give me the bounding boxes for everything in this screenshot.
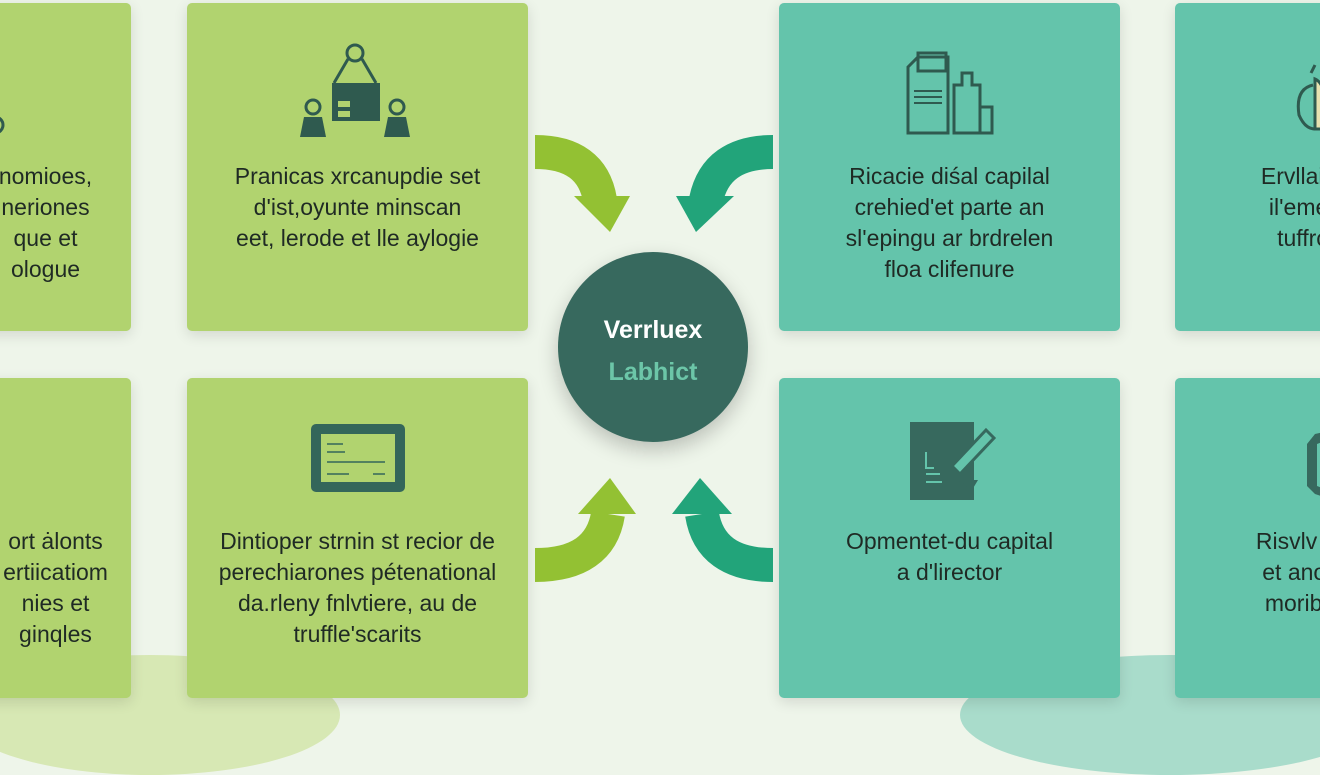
hub-subtitle: Labhict	[608, 358, 698, 386]
certificate-frame-icon	[310, 424, 405, 492]
card-top-left-partial: nomioes, neriones que et ologue	[0, 3, 131, 331]
card-text: Ricacie diśal capilal crehied'et parte a…	[845, 163, 1054, 282]
card-top-right-partial: Ervllai sr il'emée tuffrci	[1175, 3, 1320, 331]
card-text: ort ȧlonts ertiicatiom nies et ginqles	[3, 528, 108, 647]
card-director: Opmentet-du capital a d'lirector	[779, 378, 1120, 698]
card-text: nomioes, neriones que et ologue	[0, 163, 93, 282]
person-icon	[0, 116, 5, 134]
arrow-bottom-right-icon	[672, 478, 774, 582]
card-text: Dintioper strnin st recior de perechiaro…	[218, 528, 497, 647]
card-capital: Ricacie diśal capilal crehied'et parte a…	[779, 3, 1120, 331]
card-bottom-right-partial: Risvlv ar et anov moriba	[1175, 378, 1320, 698]
card-text: Opmentet-du capital a d'lirector	[845, 528, 1054, 585]
card-text: Risvlv ar et anov moriba	[1255, 528, 1320, 616]
arrow-bottom-left-icon	[534, 478, 636, 582]
ledger-pen-icon	[909, 422, 996, 500]
central-hub: Verrluex Labhict	[558, 252, 748, 442]
hub-title: Verrluex	[603, 316, 703, 344]
card-text: Ervllai sr il'emée tuffrci	[1260, 163, 1320, 251]
hand-icon	[1296, 64, 1320, 131]
card-certificate: Dintioper strnin st recior de perechiaro…	[187, 378, 528, 698]
card-team: Pranicas xrcanupdie set d'ist,oyunte min…	[187, 3, 528, 331]
arrow-top-right-icon	[676, 135, 774, 232]
card-bottom-left-partial: ort ȧlonts ertiicatiom nies et ginqles	[0, 378, 131, 698]
team-building-icon	[299, 43, 410, 137]
arrow-top-left-icon	[534, 135, 630, 232]
documents-bottles-icon	[906, 51, 993, 135]
shield-icon	[1307, 432, 1320, 496]
card-text: Pranicas xrcanupdie set d'ist,oyunte min…	[234, 163, 481, 251]
arrows-layer	[534, 135, 774, 582]
